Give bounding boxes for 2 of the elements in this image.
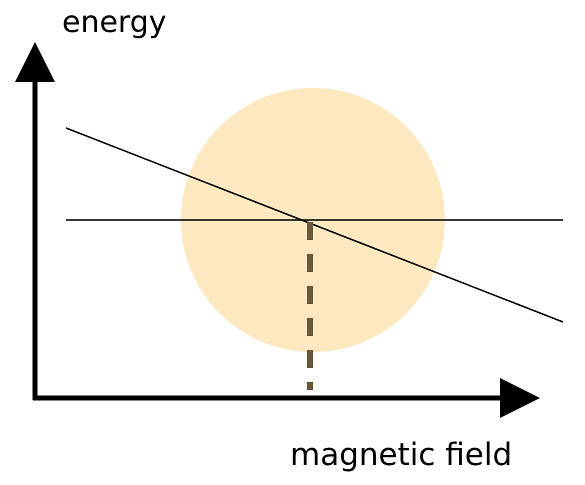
axis-label: energy: [62, 8, 167, 38]
axis-label: magnetic field: [290, 440, 512, 471]
